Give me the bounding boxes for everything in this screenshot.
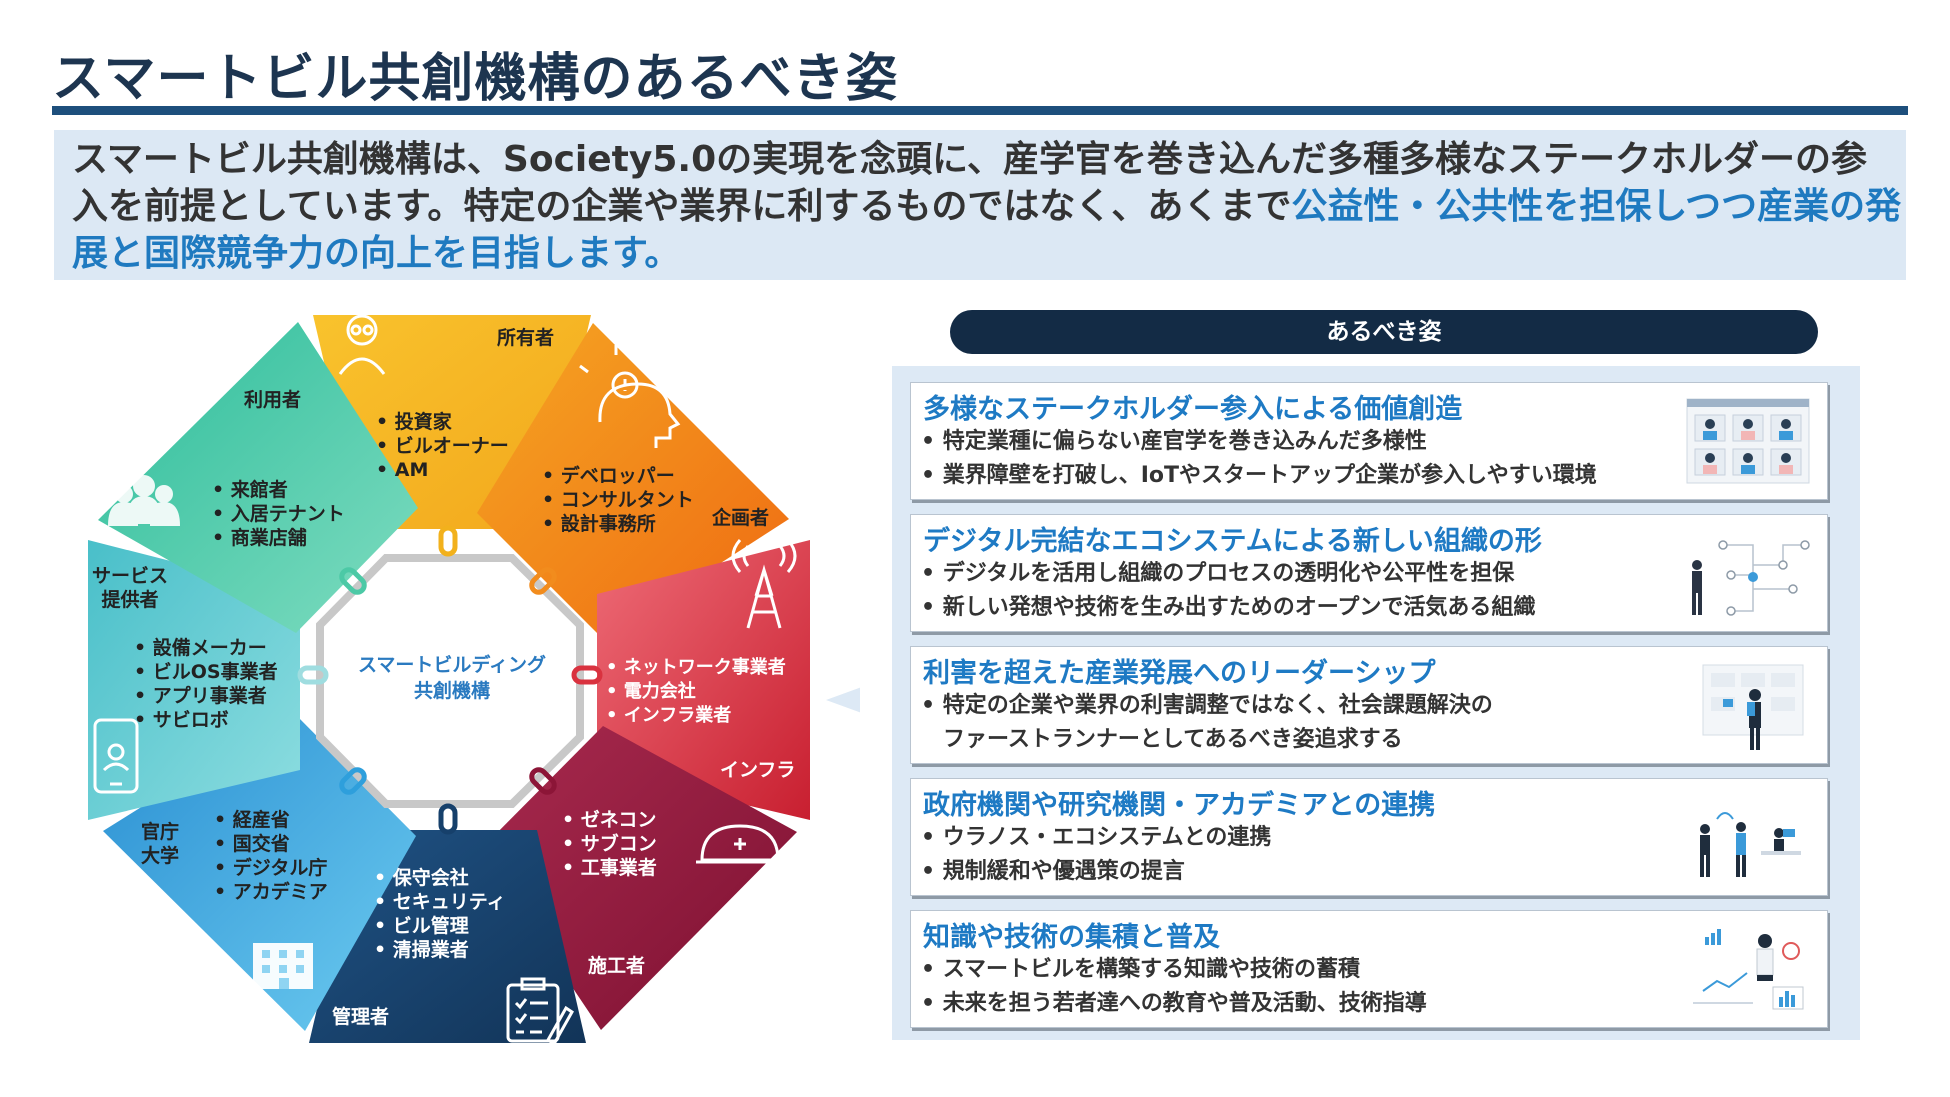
gov-item: • デジタル庁: [214, 856, 328, 880]
planner-item: • デベロッパー: [542, 464, 694, 488]
ideal-card-title: 利害を超えた産業発展へのリーダーシップ: [923, 651, 1435, 690]
infra-list: • ネットワーク事業者 • 電力会社 • インフラ業者: [606, 656, 786, 728]
center-label-line: 共創機構: [336, 678, 568, 704]
manager-title: 管理者: [332, 1005, 389, 1029]
planner-title: 企画者: [712, 506, 769, 530]
owner-item: • 投資家: [376, 410, 509, 434]
network-diagram-icon: [1683, 525, 1813, 621]
intro-text: スマートビル共創機構は、Society5.0の実現を念頭に、産学官を巻き込んだ多…: [72, 136, 1902, 277]
owner-item: • ビルオーナー: [376, 434, 509, 458]
ideal-card: 知識や技術の集積と普及 • スマートビルを構築する知識や技術の蓄積 • 未来を担…: [910, 910, 1828, 1028]
user-title: 利用者: [244, 388, 301, 412]
center-label-line: スマートビルディング: [336, 652, 568, 678]
manager-item: • 保守会社: [374, 866, 506, 890]
ideal-card-line: • スマートビルを構築する知識や技術の蓄積: [921, 951, 1360, 983]
ideal-card-line: • デジタルを活用し組織のプロセスの透明化や公平性を担保: [921, 555, 1514, 587]
manager-list: • 保守会社 • セキュリティ • ビル管理 • 清掃業者: [374, 866, 506, 962]
ideal-card-line: • 特定の企業や業界の利害調整ではなく、社会課題解決の: [921, 687, 1493, 719]
service-list: • 設備メーカー • ビルOS事業者 • アプリ事業者 • サビロボ: [134, 636, 278, 732]
office-building-icon: [253, 943, 313, 989]
ideal-panel: 多様なステークホルダー参入による価値創造 • 特定業種に偏らない産官学を巻き込み…: [892, 366, 1860, 1040]
ideal-card: 多様なステークホルダー参入による価値創造 • 特定業種に偏らない産官学を巻き込み…: [910, 382, 1828, 500]
service-item: • 設備メーカー: [134, 636, 278, 660]
gov-item: • 国交省: [214, 832, 328, 856]
infra-item: • 電力会社: [606, 680, 786, 704]
gov-list: • 経産省 • 国交省 • デジタル庁 • アカデミア: [214, 808, 328, 904]
ideal-card-line: • ウラノス・エコシステムとの連携: [921, 819, 1271, 851]
gov-item: • アカデミア: [214, 880, 328, 904]
infra-item: • ネットワーク事業者: [606, 656, 786, 680]
page-title: スマートビル共創機構のあるべき姿: [52, 36, 898, 111]
ideal-card: デジタル完結なエコシステムによる新しい組織の形 • デジタルを活用し組織のプロセ…: [910, 514, 1828, 632]
planner-item: • コンサルタント: [542, 488, 694, 512]
ideal-heading: あるべき姿: [950, 310, 1818, 354]
analytics-person-icon: [1683, 921, 1813, 1017]
infra-item: • インフラ業者: [606, 704, 786, 728]
user-item: • 入居テナント: [212, 502, 345, 526]
ideal-card-line: • 未来を担う若者達への教育や普及活動、技術指導: [921, 985, 1427, 1017]
ideal-card: 政府機関や研究機関・アカデミアとの連携 • ウラノス・エコシステムとの連携 • …: [910, 778, 1828, 896]
ideal-card-title: 知識や技術の集積と普及: [923, 915, 1220, 954]
presenter-board-icon: [1683, 657, 1813, 753]
constructor-item: • サブコン: [562, 832, 657, 856]
owner-title: 所有者: [497, 326, 554, 350]
ideal-card-title: デジタル完結なエコシステムによる新しい組織の形: [923, 519, 1542, 558]
center-label: スマートビルディング 共創機構: [336, 652, 568, 704]
ideal-card-title: 多様なステークホルダー参入による価値創造: [923, 387, 1462, 426]
ideal-card-line: • 特定業種に偏らない産官学を巻き込みんだ多様性: [921, 423, 1427, 455]
team-collaboration-icon: [1683, 789, 1813, 885]
service-title: サービス 提供者: [86, 564, 174, 612]
ideal-card-line: • 規制緩和や優遇策の提言: [921, 853, 1185, 885]
user-item: • 来館者: [212, 478, 345, 502]
intro-box: スマートビル共創機構は、Society5.0の実現を念頭に、産学官を巻き込んだ多…: [54, 130, 1906, 280]
ideal-card-line: • 業界障壁を打破し、IoTやスタートアップ企業が参入しやすい環境: [921, 457, 1597, 489]
pointer-triangle: [826, 676, 860, 724]
title-underline: [52, 106, 1908, 115]
gov-title: 官庁 大学: [140, 820, 180, 868]
planner-item: • 設計事務所: [542, 512, 694, 536]
video-call-grid-icon: [1683, 393, 1813, 489]
owner-list: • 投資家 • ビルオーナー • AM: [376, 410, 509, 482]
ideal-card-line: ファーストランナーとしてあるべき姿追求する: [921, 721, 1403, 753]
owner-item: • AM: [376, 458, 509, 482]
ideal-card-line: • 新しい発想や技術を生み出すためのオープンで活気ある組織: [921, 589, 1535, 621]
service-item: • ビルOS事業者: [134, 660, 278, 684]
constructor-title: 施工者: [588, 954, 645, 978]
manager-item: • ビル管理: [374, 914, 506, 938]
constructor-list: • ゼネコン • サブコン • 工事業者: [562, 808, 657, 880]
gov-item: • 経産省: [214, 808, 328, 832]
manager-item: • 清掃業者: [374, 938, 506, 962]
planner-list: • デベロッパー • コンサルタント • 設計事務所: [542, 464, 694, 536]
service-item: • サビロボ: [134, 708, 278, 732]
constructor-item: • 工事業者: [562, 856, 657, 880]
constructor-item: • ゼネコン: [562, 808, 657, 832]
service-item: • アプリ事業者: [134, 684, 278, 708]
ideal-card: 利害を超えた産業発展へのリーダーシップ • 特定の企業や業界の利害調整ではなく、…: [910, 646, 1828, 764]
infra-title: インフラ: [720, 758, 795, 782]
user-item: • 商業店舗: [212, 526, 345, 550]
user-list: • 来館者 • 入居テナント • 商業店舗: [212, 478, 345, 550]
manager-item: • セキュリティ: [374, 890, 506, 914]
ideal-card-title: 政府機関や研究機関・アカデミアとの連携: [923, 783, 1435, 822]
